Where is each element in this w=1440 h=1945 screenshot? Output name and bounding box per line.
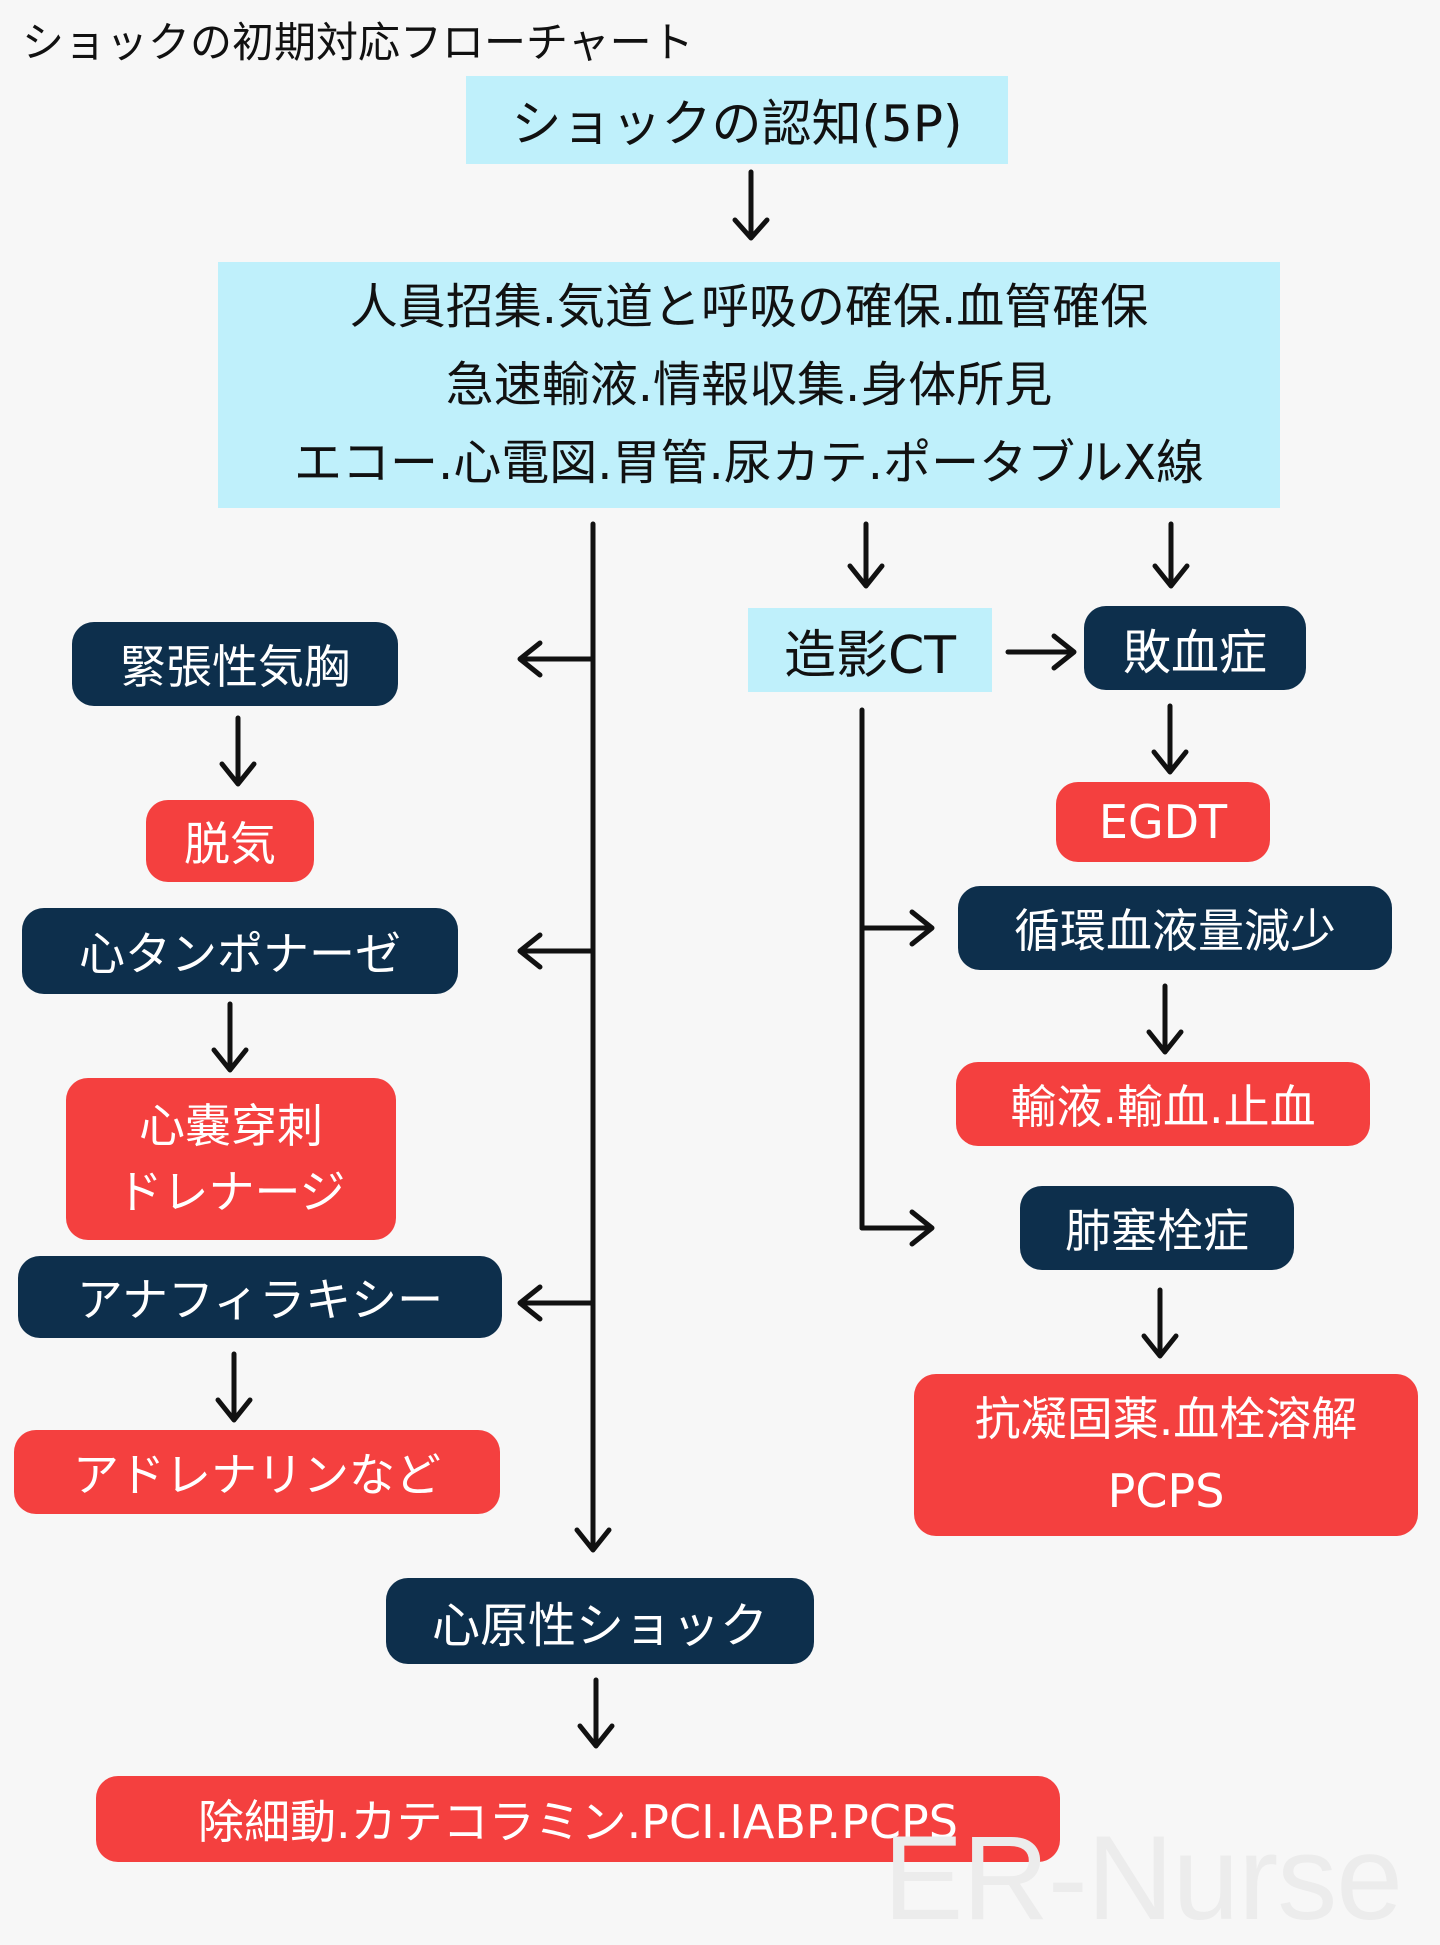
sepsis-treatment-box: EGDT [1056, 782, 1270, 862]
initial-management-box: 人員招集.気道と呼吸の確保.血管確保 急速輸液.情報収集.身体所見 エコー.心電… [218, 262, 1280, 508]
arrow-pe-to-tx [1141, 1287, 1179, 1359]
cardiogenic-shock-treatment-box: 除細動.カテコラミン.PCI.IABP.PCPS [96, 1776, 1060, 1862]
hypovolemia-treatment-box: 輸液.輸血.止血 [956, 1062, 1370, 1146]
tension-pneumothorax-box: 緊張性気胸 [72, 622, 398, 706]
recognition-box: ショックの認知(5P) [466, 76, 1008, 164]
pulmonary-embolism-treatment-box: 抗凝固薬.血栓溶解 PCPS [914, 1374, 1418, 1536]
contrast-ct-box: 造影CT [748, 608, 992, 692]
pulmonary-embolism-box: 肺塞栓症 [1020, 1186, 1294, 1270]
arrow-recognition-to-initial [732, 169, 770, 241]
arrow-anaphylaxis-to-tx [215, 1351, 253, 1423]
arrow-to-tamponade [517, 932, 596, 970]
cardiac-tamponade-box: 心タンポナーゼ [22, 908, 458, 994]
tamponade-tx-line-1: 心嚢穿刺 [139, 1099, 323, 1153]
cardiac-tamponade-treatment-box: 心嚢穿刺 ドレナージ [66, 1078, 396, 1240]
sepsis-box: 敗血症 [1084, 606, 1306, 690]
arrow-to-anaphylaxis [517, 1284, 596, 1322]
watermark: ER-Nurse [883, 1811, 1403, 1945]
arrow-tension-to-tx [219, 715, 257, 787]
arrow-to-pe [859, 1209, 935, 1247]
anaphylaxis-box: アナフィラキシー [18, 1256, 502, 1338]
arrow-sepsis-to-egdt [1151, 703, 1189, 775]
tension-pneumothorax-treatment-box: 脱気 [146, 800, 314, 882]
arrow-hypovolemia-to-tx [1146, 983, 1184, 1055]
hypovolemia-box: 循環血液量減少 [958, 886, 1392, 970]
arrow-trunk-to-cardiogenic [574, 521, 612, 1553]
arrow-to-tension-pneumo [517, 640, 596, 678]
initial-line-3: エコー.心電図.胃管.尿カテ.ポータブルX線 [294, 435, 1204, 491]
arrow-initial-to-sepsis [1152, 521, 1190, 589]
arrow-tamponade-to-tx [211, 1001, 249, 1073]
pe-tx-line-2: PCPS [1107, 1464, 1225, 1518]
arrow-ct-to-sepsis [1005, 633, 1077, 671]
page-title: ショックの初期対応フローチャート [22, 18, 694, 67]
arrow-initial-to-ct [847, 521, 885, 589]
initial-line-2: 急速輸液.情報収集.身体所見 [445, 357, 1053, 413]
pe-tx-line-1: 抗凝固薬.血栓溶解 [974, 1392, 1358, 1446]
anaphylaxis-treatment-box: アドレナリンなど [14, 1430, 500, 1514]
initial-line-1: 人員招集.気道と呼吸の確保.血管確保 [349, 279, 1149, 335]
cardiogenic-shock-box: 心原性ショック [386, 1578, 814, 1664]
arrow-to-hypovolemia [859, 909, 935, 947]
tamponade-tx-line-2: ドレナージ [116, 1165, 346, 1219]
arrow-cardiogenic-to-tx [577, 1677, 615, 1749]
